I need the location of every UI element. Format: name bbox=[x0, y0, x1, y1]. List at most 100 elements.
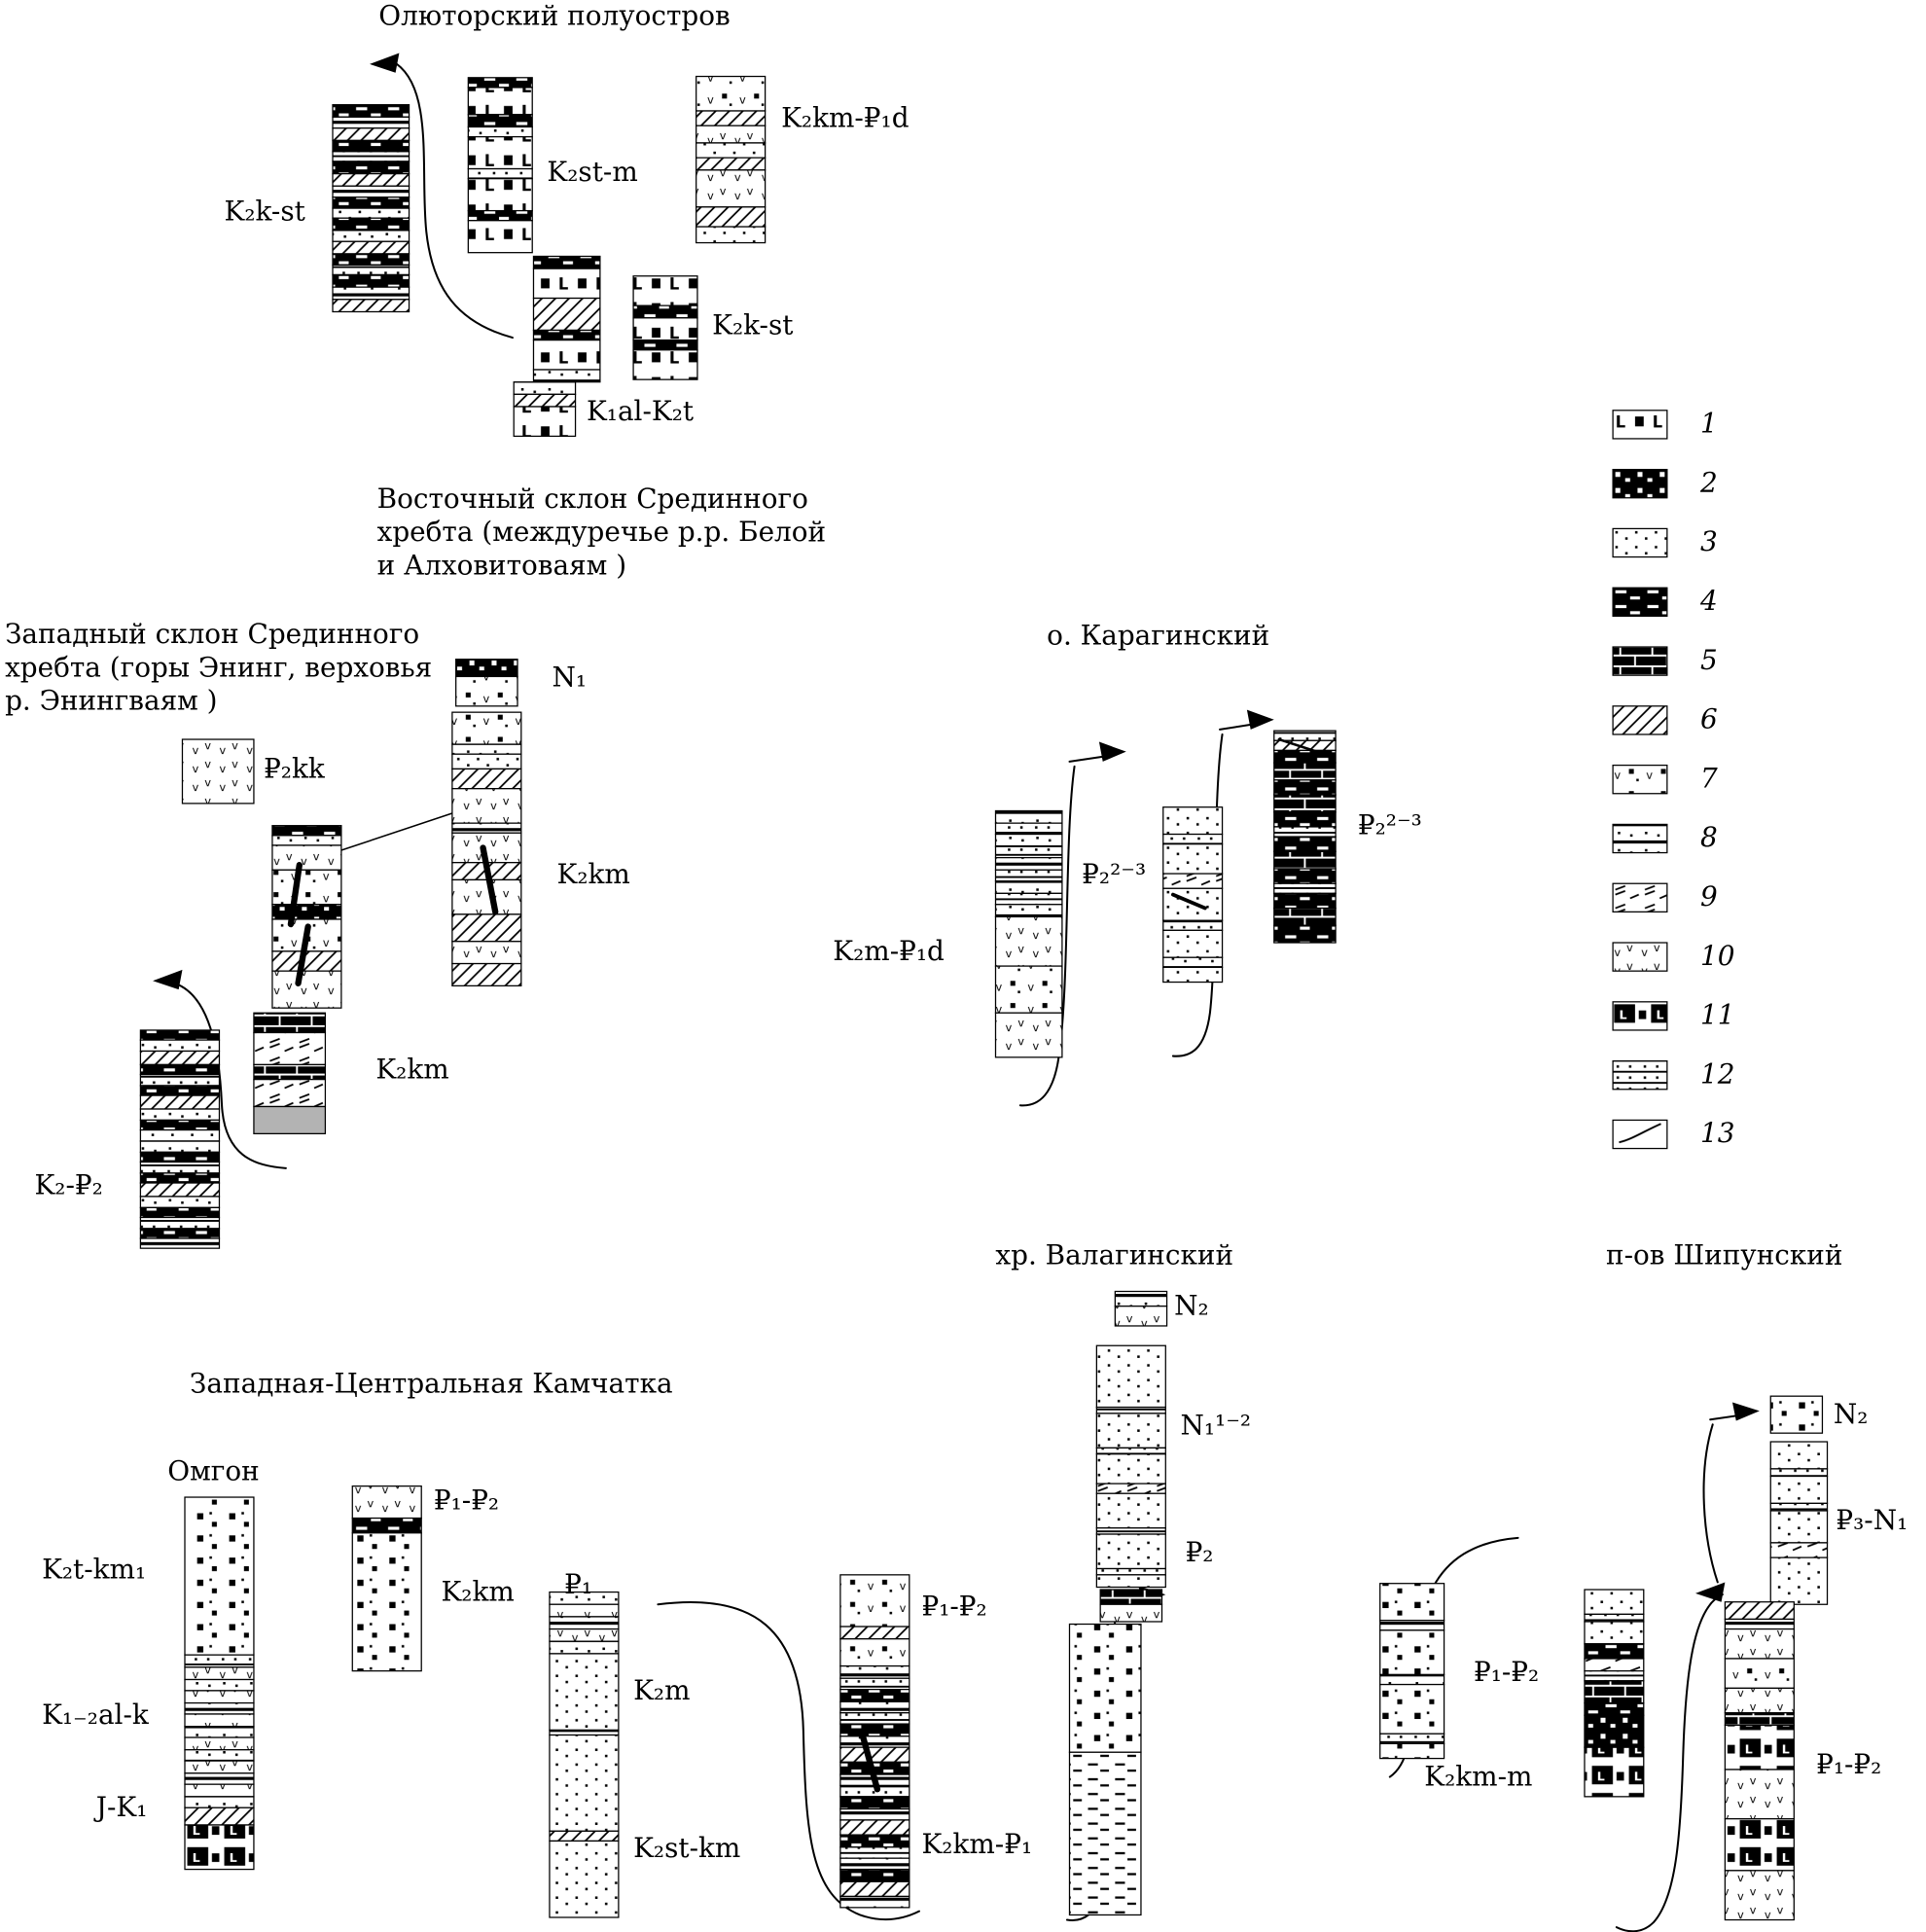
strat-segment-p1 bbox=[467, 87, 533, 116]
strat-column-shipunsky-p1-p2-left bbox=[1379, 1583, 1445, 1760]
strat-segment-p4 bbox=[332, 139, 410, 153]
strat-segment-p3 bbox=[696, 226, 767, 244]
strat-segment-p10 bbox=[184, 1736, 255, 1751]
strat-segment-p4 bbox=[1273, 924, 1337, 944]
strat-segment-p4 bbox=[139, 1206, 221, 1219]
legend-swatch-rect bbox=[1612, 1059, 1668, 1091]
strat-segment-p10 bbox=[1724, 1687, 1795, 1714]
strat-segment-p6 bbox=[549, 1830, 620, 1843]
strat-segment-p4 bbox=[532, 329, 601, 341]
strat-segment-p11 bbox=[1584, 1746, 1645, 1798]
strat-segment-p10 bbox=[1114, 1306, 1168, 1327]
strat-segment-p6 bbox=[332, 172, 410, 187]
unit-label: K₂km-₽₁d bbox=[781, 103, 910, 135]
strat-segment-p4 bbox=[351, 1517, 422, 1534]
legend-number: 1 bbox=[1700, 409, 1718, 441]
legend-swatch-rect bbox=[1612, 823, 1668, 854]
legend-swatch-p4 bbox=[1612, 587, 1668, 617]
strat-segment-p7 bbox=[696, 75, 767, 112]
strat-segment-p1 bbox=[632, 349, 698, 380]
strat-segment-p14 bbox=[1068, 1751, 1142, 1916]
strat-segment-p4 bbox=[332, 161, 410, 175]
unit-label: K₂km bbox=[556, 860, 630, 891]
strat-segment-p8 bbox=[184, 1678, 255, 1692]
strat-segment-p3 bbox=[1769, 1475, 1829, 1505]
strat-segment-p1 bbox=[467, 178, 533, 212]
strat-segment-p12 bbox=[1379, 1733, 1445, 1745]
strat-segment-p15 bbox=[1379, 1683, 1445, 1735]
legend-number: 2 bbox=[1700, 468, 1718, 500]
strat-segment-p4 bbox=[139, 1029, 221, 1041]
strat-segment-p12 bbox=[1095, 1527, 1166, 1535]
thrust-arrow-shipunsky-top bbox=[1731, 1402, 1760, 1421]
strat-column-omgon-k2km bbox=[351, 1485, 422, 1672]
strat-segment-p4 bbox=[467, 209, 533, 222]
strat-segment-p15 bbox=[1379, 1629, 1445, 1676]
unit-label: N₂ bbox=[1174, 1291, 1209, 1323]
strat-segment-p8 bbox=[513, 381, 577, 395]
strat-segment-p5 bbox=[1273, 762, 1337, 781]
legend-swatch-p13 bbox=[1612, 1119, 1668, 1150]
thrust-curve-shipunsky-mid bbox=[1702, 1423, 1719, 1584]
strat-segment-p4 bbox=[139, 1172, 221, 1184]
strat-segment-p5 bbox=[1584, 1680, 1645, 1704]
strat-segment-p12 bbox=[1273, 826, 1337, 838]
legend-swatch-rect bbox=[1612, 942, 1668, 972]
thrust-curve-west-sredinny bbox=[173, 982, 287, 1169]
strat-column-olyutorsky-k2stm bbox=[467, 77, 533, 254]
strat-segment-p8 bbox=[994, 880, 1063, 894]
strat-segment-p9 bbox=[253, 1078, 327, 1108]
region-title-olyutorsky: Олюторский полуостров bbox=[378, 1, 731, 32]
strat-column-olyutorsky-k2kst-left bbox=[332, 104, 410, 313]
strat-segment-p15 bbox=[1379, 1583, 1445, 1622]
dike-mark bbox=[295, 923, 311, 986]
strat-segment-p3 bbox=[1162, 929, 1224, 958]
strat-segment-p1 bbox=[632, 275, 698, 306]
strat-segment-p15 bbox=[1379, 1742, 1445, 1760]
legend-swatch-p12 bbox=[1612, 1059, 1668, 1091]
unit-label: K₂st-m bbox=[547, 158, 638, 189]
strat-column-olyutorsky-k2km-p1d bbox=[696, 75, 767, 244]
legend-item-2: 2 bbox=[1612, 468, 1735, 499]
strat-segment-p4 bbox=[332, 217, 410, 232]
legend-swatch-p5 bbox=[1612, 646, 1668, 676]
strat-segment-p8 bbox=[994, 833, 1063, 847]
strat-segment-p8 bbox=[839, 1857, 910, 1871]
thrust-arrow-olyutorsky bbox=[370, 53, 400, 73]
unit-label: ₽₂ bbox=[1185, 1537, 1214, 1569]
strat-segment-p8 bbox=[271, 835, 342, 846]
strat-column-west-p2kk bbox=[181, 738, 255, 805]
dike-mark bbox=[1170, 892, 1207, 911]
strat-segment-p6 bbox=[139, 1094, 221, 1110]
legend-swatch-p11 bbox=[1612, 1001, 1668, 1031]
strat-segment-p4 bbox=[332, 273, 410, 288]
strat-segment-p4 bbox=[1273, 749, 1337, 764]
strat-segment-p10 bbox=[451, 788, 522, 824]
region-title-shipunsky: п-ов Шипунский bbox=[1606, 1240, 1843, 1272]
strat-column-east-k2km bbox=[451, 711, 522, 986]
legend-item-12: 12 bbox=[1612, 1059, 1735, 1091]
strat-segment-p10 bbox=[181, 738, 255, 805]
strat-segment-p8 bbox=[184, 1726, 255, 1738]
strat-segment-p8 bbox=[184, 1796, 255, 1808]
strat-segment-p3 bbox=[1769, 1510, 1829, 1544]
strat-segment-p12 bbox=[839, 1846, 910, 1859]
strat-segment-p3 bbox=[1162, 806, 1224, 836]
legend-swatch-p7 bbox=[1612, 764, 1668, 795]
strat-segment-p12 bbox=[139, 1073, 221, 1087]
strat-column-central-p1-k2m bbox=[549, 1591, 620, 1918]
strat-segment-p4 bbox=[1273, 811, 1337, 828]
strat-segment-p7 bbox=[839, 1638, 910, 1667]
strat-segment-p6 bbox=[839, 1880, 910, 1898]
dike-mark bbox=[859, 1732, 881, 1793]
legend-swatch-rect bbox=[1612, 705, 1668, 735]
strat-segment-p4 bbox=[839, 1723, 910, 1737]
strat-column-valaginsky-dots-dash bbox=[1068, 1623, 1142, 1916]
strat-segment-p4 bbox=[332, 197, 410, 209]
strat-segment-p4 bbox=[467, 77, 533, 89]
strat-segment-p3 bbox=[1584, 1621, 1645, 1645]
thrust-curve-olyutorsky bbox=[395, 62, 514, 340]
strat-segment-p11 bbox=[1724, 1724, 1795, 1771]
legend-number: 7 bbox=[1700, 764, 1718, 796]
legend-swatch-p6 bbox=[1612, 705, 1668, 735]
